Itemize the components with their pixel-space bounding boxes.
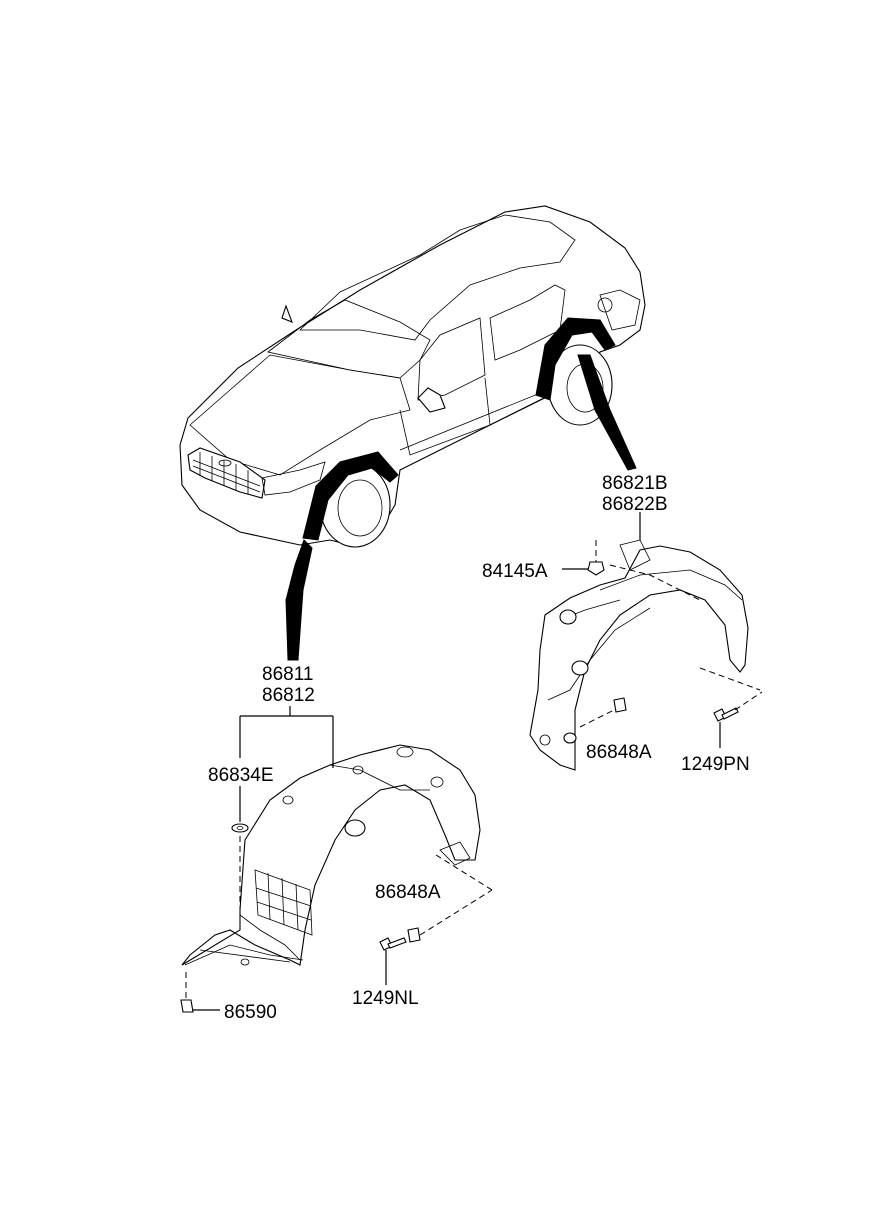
label-1249nl: 1249NL xyxy=(352,988,419,1009)
label-86812: 86812 xyxy=(262,685,315,706)
label-1249pn: 1249PN xyxy=(681,754,750,775)
label-84145a: 84145A xyxy=(482,561,548,582)
label-86590: 86590 xyxy=(224,1002,277,1023)
screw-1249pn xyxy=(713,691,763,748)
label-86848a-front: 86848A xyxy=(375,882,441,903)
clip-front xyxy=(407,927,421,943)
nut-84145a xyxy=(562,561,605,576)
car-illustration xyxy=(179,205,646,661)
label-86821b: 86821B xyxy=(602,473,668,494)
front-wheel-liner xyxy=(181,744,493,966)
label-86822b: 86822B xyxy=(602,494,668,515)
front-liner-leader xyxy=(239,706,334,910)
screw-86590 xyxy=(180,972,220,1013)
label-86811: 86811 xyxy=(262,664,313,685)
rear-liner-leader xyxy=(595,512,641,568)
grommet-86834e xyxy=(231,823,249,833)
label-86848a-rear: 86848A xyxy=(586,742,652,763)
rear-wheel-liner xyxy=(529,539,761,771)
clip-rear xyxy=(613,697,627,713)
label-86834e: 86834E xyxy=(208,765,274,786)
screw-1249nl xyxy=(379,937,407,985)
